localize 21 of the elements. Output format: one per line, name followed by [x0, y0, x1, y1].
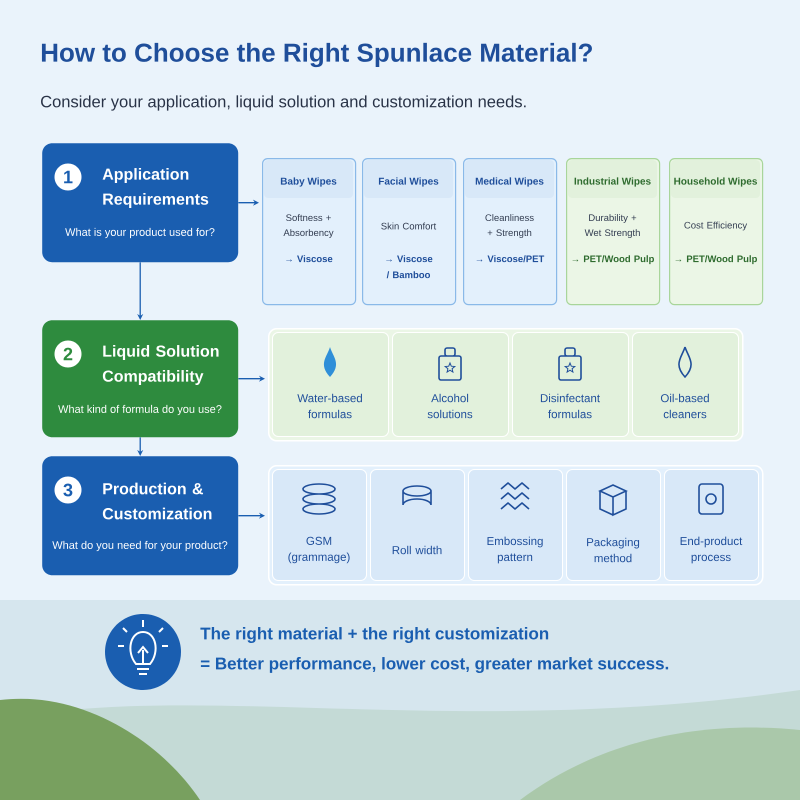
wipe-card: Household Wipes Cost Efficiency → PET/Wood Pulp — [669, 158, 764, 306]
wipe-card: Facial Wipes Skin Comfort → Viscose / Bamboo — [362, 158, 456, 306]
wipe-card: Medical Wipes Cleanliness + Strength → Viscose/PET — [463, 158, 558, 306]
option-cell: Disinfectant formulas — [512, 332, 629, 437]
option-cell: Embossing pattern — [468, 469, 563, 581]
step-box: 1 Application Requirements What is your product used for? — [42, 143, 238, 262]
option-cell: Oil-based cleaners — [632, 332, 739, 437]
option-cell: GSM (grammage) — [272, 469, 367, 581]
step-box: 2 Liquid Solution Compatibility What kind of formula do you use? — [42, 320, 238, 438]
wipe-card: Baby Wipes Softness + Absorbency → Viscose — [262, 158, 356, 306]
wipe-card: Industrial Wipes Durability + Wet Strength → PET/Wood Pulp — [566, 158, 660, 306]
option-cell: End-product process — [664, 469, 759, 581]
option-cell: Packaging method — [566, 469, 661, 581]
option-cell: Water-based formulas — [272, 332, 389, 437]
option-cell: Roll width — [370, 469, 465, 581]
message-text: = Better performance, lower cost, greater market success. — [200, 657, 668, 673]
message-text: The right material + the right customization — [200, 627, 548, 643]
option-cell: Alcohol solutions — [392, 332, 509, 437]
title: How to Choose the Right Spunlace Material? — [42, 42, 592, 68]
subtitle: Consider your application, liquid solution and customization needs. — [41, 95, 526, 111]
step-box: 3 Production & Customization What do you need for your product? — [42, 456, 238, 576]
